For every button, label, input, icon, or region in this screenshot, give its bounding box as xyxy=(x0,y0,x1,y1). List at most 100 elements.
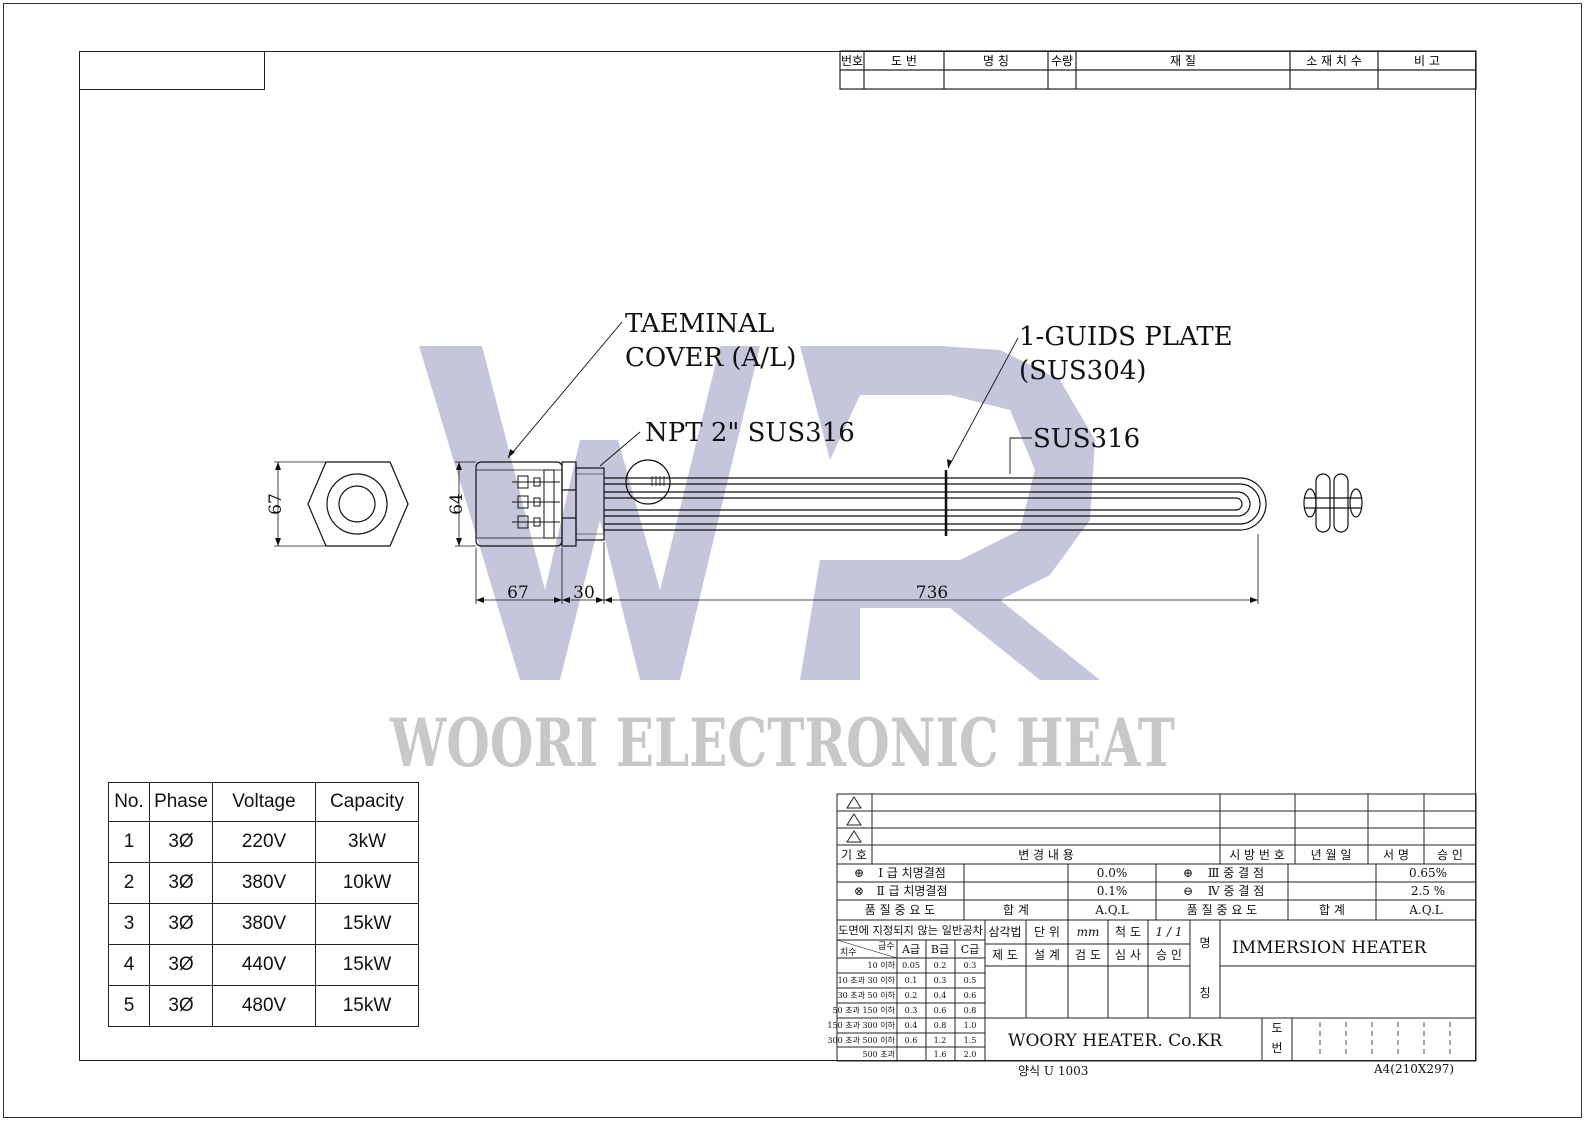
element-end-view xyxy=(1303,473,1363,533)
aql-right: A.Q.L xyxy=(1408,903,1443,917)
rev-col-spec: 시 방 번 호 xyxy=(1229,848,1285,862)
aql-left: A.Q.L xyxy=(1094,903,1129,917)
unit-value: mm xyxy=(1077,925,1100,939)
label-guide-plate-1: 1-GUIDS PLATE xyxy=(1019,322,1233,352)
defect-value-1: 0.0% xyxy=(1097,866,1128,880)
dim-element-length: 736 xyxy=(916,583,948,603)
rev-col-date: 년 월 일 xyxy=(1311,848,1352,862)
leader-terminal-cover xyxy=(507,321,623,459)
tol-b: 0.6 xyxy=(934,1006,947,1015)
dim-thread-length: 30 xyxy=(573,583,595,603)
label-npt: NPT 2" SUS316 xyxy=(645,418,855,448)
dim-housing-length: 67 xyxy=(507,583,529,603)
tol-b: 1.2 xyxy=(934,1036,947,1045)
table-row: 5 3Ø 480V 15kW xyxy=(108,985,419,1027)
leader-npt xyxy=(599,431,641,467)
tol-c: 0.3 xyxy=(964,961,977,970)
defect-value-2: 0.1% xyxy=(1097,884,1128,898)
tolerance-col-b: B급 xyxy=(931,943,949,956)
tol-a: 0.1 xyxy=(905,976,918,985)
tolerance-range: 30 초과 50 이하 xyxy=(838,990,896,1000)
form-code: U 1003 xyxy=(1043,1064,1089,1078)
spec-cell: 15kW xyxy=(315,985,419,1027)
table-row: 4 3Ø 440V 15kW xyxy=(108,944,419,986)
tolerance-range: 300 초과 500 이하 xyxy=(827,1035,895,1045)
sign-design: 설 계 xyxy=(1034,948,1060,962)
defect-symbol-1: ⊕ xyxy=(854,866,864,880)
label-terminal-cover-2: COVER (A/L) xyxy=(625,343,796,373)
form-label-text: 양식 xyxy=(1018,1064,1041,1078)
parts-col-size: 소 재 치 수 xyxy=(1306,54,1362,68)
company-name: WOORY HEATER. Co.KR xyxy=(1008,1031,1223,1051)
drawing-no-label-top: 도 xyxy=(1271,1021,1282,1035)
importance-label-left: 품 질 중 요 도 xyxy=(865,903,935,917)
leader-guide-plate xyxy=(947,337,1019,469)
tol-c: 0.5 xyxy=(964,976,977,985)
watermark-monogram xyxy=(419,346,1100,680)
hex-nut-bore-outer xyxy=(326,473,388,535)
unit-label: 단 위 xyxy=(1034,925,1060,939)
spec-cell: 3 xyxy=(108,903,150,945)
parts-col-drawing: 도 번 xyxy=(891,54,917,68)
spec-header-row: No. Phase Voltage Capacity xyxy=(108,782,419,822)
form-label: 양식 U 1003 xyxy=(1018,1062,1088,1079)
parts-col-remark: 비 고 xyxy=(1414,54,1440,68)
spec-cell: 3Ø xyxy=(149,985,213,1027)
scale-label: 척 도 xyxy=(1115,925,1141,939)
tolerance-range: 500 초과 xyxy=(862,1050,895,1059)
parts-col-name: 명 칭 xyxy=(983,54,1009,68)
npt-thread xyxy=(575,467,605,541)
pass-label-right: 합 계 xyxy=(1319,903,1345,917)
label-terminal-cover-1: TAEMINAL xyxy=(625,309,774,339)
revision-triangles xyxy=(846,796,862,843)
defect-class-4: Ⅳ 중 결 점 xyxy=(1208,884,1265,898)
name-label-bottom: 칭 xyxy=(1199,986,1210,1000)
defect-class-2: Ⅱ 급 치명결점 xyxy=(877,884,948,898)
sign-approve: 승 인 xyxy=(1156,948,1182,962)
dim-housing-height: 64 xyxy=(447,493,467,515)
spec-table: No. Phase Voltage Capacity 1 3Ø 220V 3kW… xyxy=(108,782,419,1027)
tol-c: 2.0 xyxy=(964,1050,977,1059)
defect-symbol-4: ⊖ xyxy=(1183,884,1193,898)
spec-cell: 3Ø xyxy=(149,862,213,904)
tolerance-col-a: A급 xyxy=(901,943,920,956)
rev-col-approve: 승 인 xyxy=(1437,848,1463,862)
part-name: IMMERSION HEATER xyxy=(1232,938,1428,958)
heating-element-tubes xyxy=(604,477,1267,531)
method-label: 삼각법 xyxy=(988,925,1021,939)
tol-b: 1.6 xyxy=(934,1050,947,1059)
tolerance-ranges: 10 이하 10 초과 30 이하 30 초과 50 이하 50 초과 150 … xyxy=(827,960,895,1059)
spec-cell: 3Ø xyxy=(149,903,213,945)
parts-col-no: 번호 xyxy=(841,54,863,68)
defect-class-3: Ⅲ 중 결 점 xyxy=(1208,866,1264,880)
spec-cell: 15kW xyxy=(315,903,419,945)
rev-col-symbol: 기 호 xyxy=(841,848,867,862)
tol-b: 0.3 xyxy=(934,976,947,985)
tol-c: 0.6 xyxy=(964,991,977,1000)
label-sheath: SUS316 xyxy=(1033,424,1140,454)
parts-col-qty: 수량 xyxy=(1051,54,1073,68)
defect-value-4: 2.5 % xyxy=(1411,884,1445,898)
spec-cell: 440V xyxy=(212,944,316,986)
tol-a: 0.4 xyxy=(905,1021,918,1030)
tol-c: 1.0 xyxy=(964,1021,977,1030)
drawing-no-label-bottom: 번 xyxy=(1271,1041,1282,1055)
spec-cell: 220V xyxy=(212,821,316,863)
tolerance-range: 10 초과 30 이하 xyxy=(838,975,896,985)
tolerance-range: 50 초과 150 이하 xyxy=(832,1005,895,1015)
tolerance-range: 150 초과 300 이하 xyxy=(827,1020,895,1030)
tol-b: 0.2 xyxy=(934,961,947,970)
sheet-border xyxy=(3,3,1582,1118)
sign-check: 검 도 xyxy=(1075,948,1101,962)
tol-a: 0.05 xyxy=(902,961,920,970)
spec-cell: 380V xyxy=(212,903,316,945)
terminal-studs xyxy=(512,469,560,539)
table-row: 3 3Ø 380V 15kW xyxy=(108,903,419,945)
scale-value: 1 / 1 xyxy=(1156,925,1183,939)
tolerance-col-c: C급 xyxy=(961,943,980,956)
spec-cell: 480V xyxy=(212,985,316,1027)
tolerance-range: 10 이하 xyxy=(868,960,896,970)
detail-circle xyxy=(625,459,671,505)
